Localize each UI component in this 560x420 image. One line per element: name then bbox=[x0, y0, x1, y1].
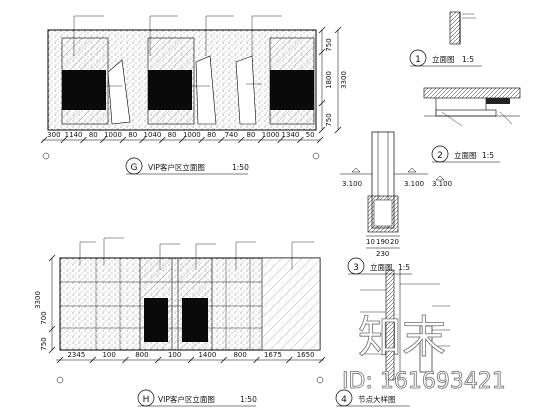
elevation-h-number: H bbox=[143, 395, 150, 405]
detail-1-scale: 1:5 bbox=[462, 55, 474, 64]
dimension-label: 1340 bbox=[282, 131, 300, 139]
elevation-g-screen bbox=[270, 70, 314, 110]
dimension-label: 1040 bbox=[144, 131, 162, 139]
watermark: 知末 ID: 161693421 bbox=[342, 312, 507, 395]
dimension-tick bbox=[89, 356, 96, 364]
elevation-g-scale: 1:50 bbox=[232, 163, 249, 172]
detail-4-number: 4 bbox=[341, 395, 347, 405]
elevation-g-dim-right: 3300 bbox=[340, 71, 348, 89]
elevation-h: 700 750 3300 2345 100 800 100 1400 800 1675 165… bbox=[34, 237, 326, 407]
elevation-g-door bbox=[195, 55, 217, 125]
dimension-tick bbox=[297, 136, 304, 144]
grid-axis-marker bbox=[316, 376, 324, 384]
detail-3-dim: 20 bbox=[390, 238, 399, 246]
dimension-label: 1650 bbox=[297, 351, 315, 359]
dimension-label: 2345 bbox=[67, 351, 85, 359]
detail-4-label: 节点大样图 bbox=[358, 394, 396, 404]
elevation-g-door bbox=[235, 55, 257, 125]
watermark-id: ID: 161693421 bbox=[342, 369, 506, 394]
elevation-g-screen bbox=[62, 70, 106, 110]
dimension-label: 50 bbox=[306, 131, 315, 139]
dimension-label: 1000 bbox=[104, 131, 122, 139]
dimension-tick bbox=[60, 136, 67, 144]
dimension-tick bbox=[237, 136, 245, 144]
dimension-tick bbox=[198, 136, 205, 144]
elevation-g-dim-right: 750 bbox=[325, 113, 333, 126]
detail-3-dim: 190 bbox=[376, 238, 389, 246]
detail-3-dim: 10 bbox=[366, 238, 375, 246]
dimension-tick bbox=[257, 136, 265, 144]
dimension-label: 80 bbox=[168, 131, 177, 139]
detail-3: 3.100 3.100 10 190 20 230 3 立面图 1:5 bbox=[340, 131, 428, 275]
elevation-h-title: VIP客户区立面图 bbox=[158, 394, 215, 404]
dimension-label: 300 bbox=[47, 131, 60, 139]
dimension-label: 1000 bbox=[183, 131, 201, 139]
dimension-tick bbox=[187, 356, 195, 364]
detail-3-dim: 230 bbox=[376, 250, 389, 258]
dimension-tick bbox=[316, 136, 324, 144]
detail-3-scale: 1:5 bbox=[398, 263, 410, 272]
detail-1-label: 立面图 bbox=[432, 54, 455, 64]
detail-3-number: 3 bbox=[353, 263, 359, 273]
elevation-g-title: VIP客户区立面图 bbox=[148, 162, 205, 172]
elevation-g-door bbox=[107, 59, 131, 125]
elevation-g-screen bbox=[148, 70, 192, 110]
grid-axis-marker bbox=[312, 152, 320, 160]
detail-2-label: 立面图 bbox=[454, 150, 477, 160]
detail-3-label: 立面图 bbox=[370, 262, 393, 272]
elevation-g-dim-right: 750 bbox=[325, 38, 333, 51]
elevation-h-dim-left: 3300 bbox=[34, 291, 42, 309]
grid-axis-marker bbox=[56, 376, 64, 384]
elevation-h-screen bbox=[182, 298, 208, 342]
elevation-g-number: G bbox=[131, 163, 138, 173]
detail-2-level: 3.100 bbox=[432, 180, 452, 188]
dimension-label: 80 bbox=[128, 131, 137, 139]
dimension-tick bbox=[155, 356, 162, 364]
dimension-tick bbox=[122, 356, 129, 364]
dimension-label: 80 bbox=[89, 131, 98, 139]
elevation-g-dim-right: 1800 bbox=[325, 71, 333, 89]
dimension-tick bbox=[286, 356, 293, 364]
watermark-brand: 知末 bbox=[358, 312, 446, 363]
dimension-tick bbox=[253, 356, 260, 364]
dimension-label: 80 bbox=[207, 131, 216, 139]
detail-3-dim: 3.100 bbox=[342, 180, 362, 188]
detail-2: 2 立面图 1:5 3.100 bbox=[423, 87, 521, 188]
detail-1: 1 立面图 1:5 bbox=[409, 11, 482, 67]
dimension-label: 800 bbox=[135, 351, 148, 359]
dimension-tick bbox=[218, 136, 225, 144]
dimension-label: 1400 bbox=[198, 351, 216, 359]
dimension-tick bbox=[178, 136, 186, 144]
dimension-label: 800 bbox=[233, 351, 246, 359]
dimension-tick bbox=[80, 136, 87, 144]
elevation-h-scale: 1:50 bbox=[240, 395, 257, 404]
dimension-tick bbox=[318, 356, 326, 364]
elevation-h-dim-left: 700 bbox=[40, 311, 48, 324]
detail-4: 4 节点大样图 bbox=[335, 269, 450, 407]
detail-1-number: 1 bbox=[415, 55, 421, 65]
elevation-h-dim-left: 750 bbox=[40, 337, 48, 350]
dimension-label: 80 bbox=[247, 131, 256, 139]
detail-2-number: 2 bbox=[437, 151, 443, 161]
detail-3-dim: 3.100 bbox=[404, 180, 424, 188]
dimension-tick bbox=[119, 136, 127, 144]
dimension-tick bbox=[40, 136, 48, 144]
dimension-label: 1675 bbox=[264, 351, 282, 359]
dimension-label: 100 bbox=[168, 351, 181, 359]
dimension-tick bbox=[220, 356, 227, 364]
detail-2-scale: 1:5 bbox=[482, 151, 494, 160]
elevation-h-screen bbox=[144, 298, 168, 342]
dimension-tick bbox=[99, 136, 107, 144]
dimension-tick bbox=[159, 136, 166, 144]
dimension-label: 1000 bbox=[262, 131, 280, 139]
dimension-tick bbox=[139, 136, 146, 144]
dimension-label: 740 bbox=[225, 131, 238, 139]
dimension-label: 100 bbox=[102, 351, 115, 359]
dimension-tick bbox=[56, 356, 64, 364]
dimension-tick bbox=[277, 136, 284, 144]
grid-axis-marker bbox=[42, 152, 50, 160]
dimension-label: 1140 bbox=[65, 131, 83, 139]
